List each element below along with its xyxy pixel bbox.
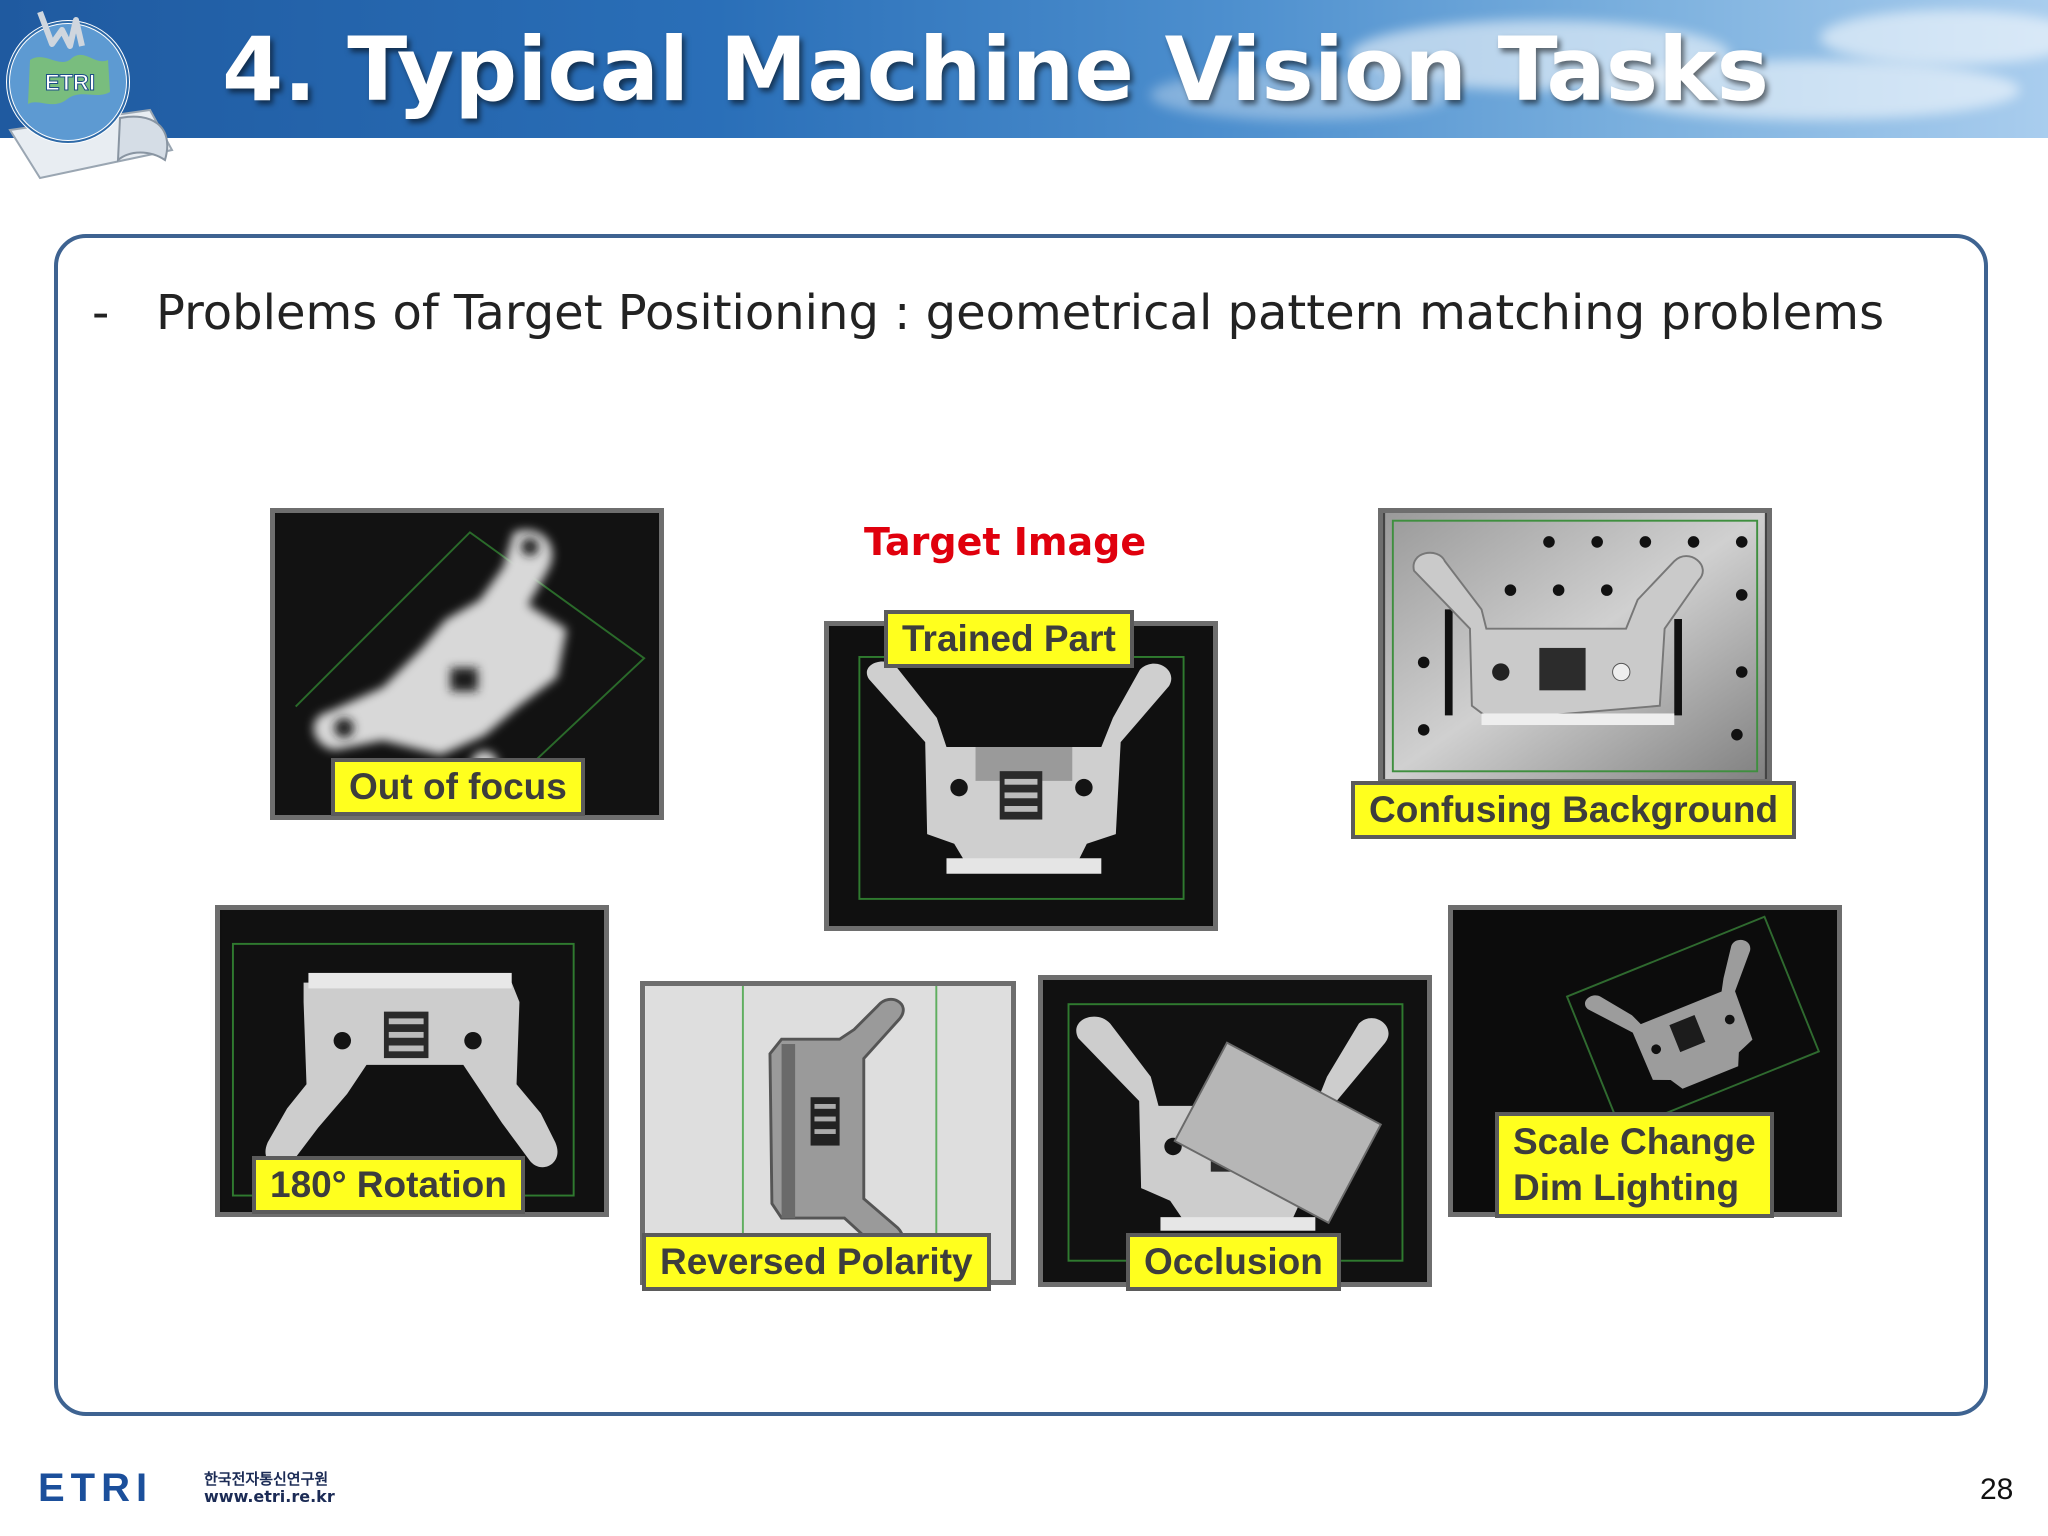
header-logo-text: ETRI [45, 70, 95, 95]
panel-confusing-background [1378, 508, 1772, 784]
page-number: 28 [1980, 1473, 2014, 1506]
panel-trained-part [824, 621, 1218, 931]
label-scale-change: Scale Change [1513, 1121, 1756, 1162]
label-180-rotation: 180° Rotation [252, 1156, 525, 1214]
label-occlusion: Occlusion [1126, 1233, 1341, 1291]
cloud-decoration [1600, 60, 2020, 120]
header-banner: 4. Typical Machine Vision Tasks [0, 0, 2048, 138]
bullet-text: Problems of Target Positioning : geometr… [156, 285, 1885, 341]
label-confusing-background: Confusing Background [1351, 781, 1797, 839]
label-trained-part: Trained Part [884, 610, 1134, 668]
label-dim-lighting: Dim Lighting [1513, 1167, 1740, 1208]
footer-logo-text: ETRI [38, 1466, 154, 1510]
cloud-decoration [1820, 10, 2048, 65]
target-image-caption: Target Image [864, 520, 1147, 564]
footer-url: www.etri.re.kr [204, 1487, 335, 1506]
page-title: 4. Typical Machine Vision Tasks [222, 18, 1770, 121]
trained-part-image [830, 626, 1212, 926]
label-out-of-focus: Out of focus [331, 758, 585, 816]
label-reversed-polarity: Reversed Polarity [642, 1233, 991, 1291]
panel-reversed-polarity [640, 981, 1016, 1285]
reversed-polarity-image [646, 986, 1010, 1280]
label-scale-change-dim-lighting: Scale Change Dim Lighting [1495, 1112, 1774, 1218]
etri-globe-logo: ETRI [6, 10, 174, 180]
bullet-marker: - [92, 285, 110, 341]
cloud-decoration [1150, 70, 1450, 120]
occlusion-image [1044, 980, 1426, 1282]
footer-etri-logo: ETRI [38, 1466, 153, 1510]
confusing-background-image [1385, 513, 1765, 779]
footer-institute-name: 한국전자통신연구원 [204, 1470, 329, 1488]
